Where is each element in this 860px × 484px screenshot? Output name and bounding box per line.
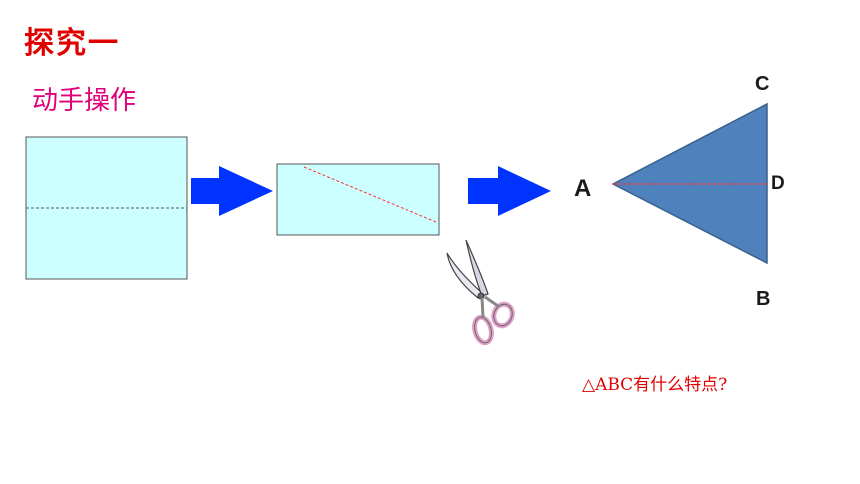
section-subtitle: 动手操作 bbox=[32, 86, 137, 116]
scissors-icon bbox=[446, 239, 515, 346]
question-text: △ABC有什么特点? bbox=[582, 375, 728, 395]
point-label-d: D bbox=[771, 173, 785, 194]
folded-rectangle bbox=[276, 163, 440, 236]
point-label-a: A bbox=[574, 175, 591, 202]
diagonal-cut-line bbox=[303, 166, 437, 223]
point-label-b: B bbox=[756, 288, 770, 310]
page-title: 探究一 bbox=[24, 26, 120, 61]
triangle-abc bbox=[611, 102, 768, 265]
step-2-folded-rectangle bbox=[276, 163, 440, 236]
arrow-right-icon bbox=[468, 166, 551, 216]
arrow-right-icon bbox=[191, 166, 273, 216]
step-1-square-paper bbox=[25, 136, 188, 280]
point-label-c: C bbox=[755, 73, 769, 95]
